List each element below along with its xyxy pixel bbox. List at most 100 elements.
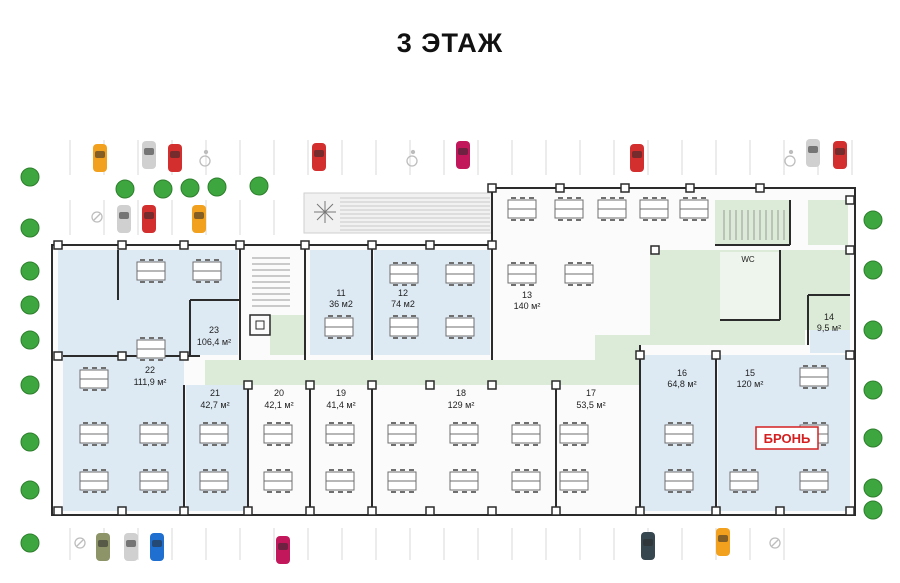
desk-pair xyxy=(263,422,293,446)
room-19-label[interactable]: 19 41,4 м² xyxy=(326,388,355,410)
column-icon xyxy=(117,351,127,361)
desk-pair xyxy=(559,469,589,493)
room-area: 140 м² xyxy=(514,301,541,311)
car-icon xyxy=(630,144,644,172)
desk-pair xyxy=(449,422,479,446)
courtyard-terrace xyxy=(303,192,493,234)
tree-icon xyxy=(207,177,227,197)
wc-zone xyxy=(720,252,780,320)
column-icon xyxy=(243,380,253,390)
tree-icon xyxy=(20,218,40,238)
column-icon xyxy=(367,506,377,516)
car-icon xyxy=(96,533,110,561)
desk-pair xyxy=(79,469,109,493)
stairs-icon xyxy=(252,257,290,307)
wc-label: WC xyxy=(741,255,755,264)
room-18-label[interactable]: 18 129 м² xyxy=(448,388,475,410)
room-21-label[interactable]: 21 42,7 м² xyxy=(200,388,229,410)
column-icon xyxy=(635,506,645,516)
room-12-label[interactable]: 12 74 м2 xyxy=(391,288,415,309)
column-icon xyxy=(551,506,561,516)
column-icon xyxy=(635,350,645,360)
car-icon xyxy=(142,205,156,233)
parking-lot-top xyxy=(69,140,853,235)
tree-icon xyxy=(20,167,40,187)
wheelchair-icon xyxy=(784,149,796,167)
desk-pair xyxy=(325,422,355,446)
room-11-label[interactable]: 11 36 м2 xyxy=(329,288,353,309)
room-23-label[interactable]: 23 106,4 м² xyxy=(197,325,231,347)
column-icon xyxy=(845,195,855,205)
interior-walls xyxy=(63,200,850,511)
room-17-label[interactable]: 17 53,5 м² xyxy=(576,388,605,410)
desk-pair xyxy=(387,422,417,446)
tree-icon xyxy=(863,478,883,498)
column-icon xyxy=(775,506,785,516)
desk-pair xyxy=(445,262,475,286)
room-22-label[interactable]: 22 111,9 м² xyxy=(134,365,167,387)
column-icon xyxy=(487,240,497,250)
column-icon xyxy=(620,183,630,193)
column-icon xyxy=(117,240,127,250)
tree-icon xyxy=(863,380,883,400)
room-area: 42,1 м² xyxy=(264,400,293,410)
car-icon xyxy=(833,141,847,169)
column-icon xyxy=(487,183,497,193)
desk-pair xyxy=(729,469,759,493)
room-area: 120 м² xyxy=(737,379,764,389)
column-icon xyxy=(179,506,189,516)
column-icon xyxy=(845,350,855,360)
room-15-label[interactable]: 15 120 м² xyxy=(737,368,764,389)
lift-hall-zone xyxy=(270,315,305,355)
room-14-label[interactable]: 14 9,5 м² xyxy=(817,312,841,333)
desk-pair xyxy=(136,259,166,283)
booked-badge: БРОНЬ xyxy=(755,426,819,450)
desk-pair xyxy=(192,259,222,283)
desk-groups xyxy=(79,197,829,493)
desk-pair xyxy=(449,469,479,493)
column-icon xyxy=(53,506,63,516)
no-parking-icon xyxy=(769,537,781,549)
room-20-label[interactable]: 20 42,1 м² xyxy=(264,388,293,410)
car-icon xyxy=(93,144,107,172)
column-icon xyxy=(305,506,315,516)
room-number: 18 xyxy=(456,388,466,398)
room-number: 17 xyxy=(586,388,596,398)
column-icon xyxy=(235,240,245,250)
column-icon xyxy=(179,351,189,361)
desk-pair xyxy=(679,197,709,221)
column-icon xyxy=(711,506,721,516)
column-icon xyxy=(179,240,189,250)
column-icon xyxy=(650,245,660,255)
column-icon xyxy=(487,506,497,516)
car-icon xyxy=(312,143,326,171)
tree-icon xyxy=(153,179,173,199)
parking-lot-bottom xyxy=(69,528,785,560)
desk-pair xyxy=(639,197,669,221)
lift-icon xyxy=(249,314,271,336)
desk-pair xyxy=(664,469,694,493)
tree-icon xyxy=(863,210,883,230)
car-icon xyxy=(142,141,156,169)
room-16-label[interactable]: 16 64,8 м² xyxy=(667,368,696,389)
columns xyxy=(53,183,855,516)
room-area: 106,4 м² xyxy=(197,337,231,347)
desk-pair xyxy=(199,422,229,446)
wheelchair-icon xyxy=(199,149,211,167)
column-icon xyxy=(685,183,695,193)
tree-icon xyxy=(20,330,40,350)
tree-icon xyxy=(20,480,40,500)
room-number: 13 xyxy=(522,290,532,300)
column-icon xyxy=(555,183,565,193)
column-icon xyxy=(711,350,721,360)
room-number: 11 xyxy=(336,288,345,298)
column-icon xyxy=(300,240,310,250)
car-icon xyxy=(806,139,820,167)
car-icon xyxy=(168,144,182,172)
room-number: 19 xyxy=(336,388,346,398)
parked-cars xyxy=(93,139,847,564)
tree-icon xyxy=(863,500,883,520)
room-13-label[interactable]: 13 140 м² xyxy=(514,290,541,311)
room-number: 22 xyxy=(145,365,155,375)
tree-icon xyxy=(863,320,883,340)
